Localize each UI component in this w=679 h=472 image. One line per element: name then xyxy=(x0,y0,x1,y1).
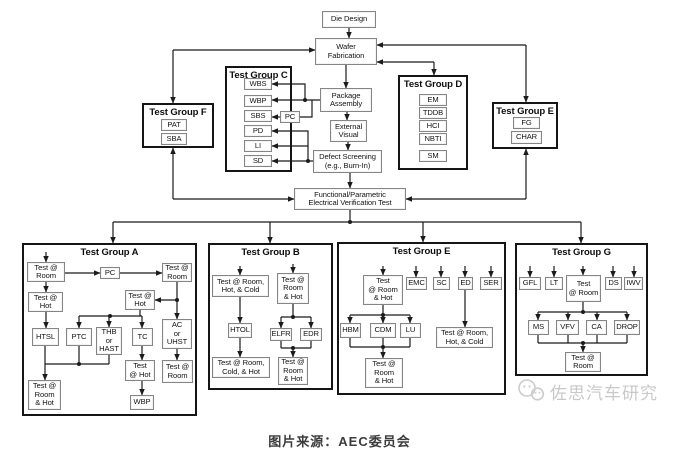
node-cdm: CDM xyxy=(370,323,396,338)
node-vfv: VFV xyxy=(556,320,579,335)
group-test-group-a: Test Group A xyxy=(22,243,197,416)
node-a-wbp: WBP xyxy=(130,395,154,410)
group-test-group-g: Test Group G xyxy=(515,243,648,376)
node-a-test-hot-1: Test @ Hot xyxy=(28,292,63,312)
node-functional-parametric: Functional/Parametric Electrical Verific… xyxy=(294,188,406,210)
node-a-test-room-1: Test @ Room xyxy=(27,262,65,282)
node-wafer-fabrication: Wafer Fabrication xyxy=(315,38,377,65)
node-g-test-room-2: Test @ Room xyxy=(565,352,601,372)
node-ser: SER xyxy=(480,277,502,290)
node-ac-uhst: AC or UHST xyxy=(162,319,192,349)
junction-dot xyxy=(108,314,112,318)
node-edr: EDR xyxy=(300,328,322,341)
node-ds: DS xyxy=(605,277,622,290)
flow-edge xyxy=(271,81,306,100)
node-sd: SD xyxy=(244,155,272,167)
node-b-test-room-cold-hot: Test @ Room, Cold, & Hot xyxy=(212,357,270,378)
node-e-test-room-hot-cold: Test @ Room, Hot, & Cold xyxy=(436,327,493,348)
group-title-test-group-d: Test Group D xyxy=(403,79,463,90)
node-ed: ED xyxy=(458,277,473,290)
group-title-test-group-e-bottom: Test Group E xyxy=(392,246,451,257)
watermark-text: 佐思汽车研究 xyxy=(550,383,658,403)
junction-dot xyxy=(175,298,179,302)
junction-dot xyxy=(381,345,385,349)
node-elfr: ELFR xyxy=(270,328,292,341)
node-htol: HTOL xyxy=(228,323,252,338)
junction-dot xyxy=(303,98,307,102)
node-sc: SC xyxy=(433,277,450,290)
junction-dot xyxy=(306,159,310,163)
node-sbs: SBS xyxy=(244,110,272,122)
node-em: EM xyxy=(419,94,447,106)
node-b-test-room-hot-cold: Test @ Room, Hot, & Cold xyxy=(212,275,269,297)
group-title-test-group-a: Test Group A xyxy=(80,247,139,258)
image-source-caption: 图片来源：AEC委员会 xyxy=(268,434,411,449)
node-tc: TC xyxy=(132,328,153,346)
node-lu: LU xyxy=(400,323,421,338)
node-b-test-room-hot-1: Test @ Room & Hot xyxy=(277,273,309,304)
node-a-test-hot-2: Test @ Hot xyxy=(125,290,155,310)
node-ptc: PTC xyxy=(66,328,92,346)
wechat-icon xyxy=(518,379,545,401)
group-title-test-group-g: Test Group G xyxy=(552,247,611,258)
junction-dot xyxy=(581,310,585,314)
junction-dot xyxy=(291,346,295,350)
diagram-lines xyxy=(42,28,637,396)
node-fg: FG xyxy=(513,117,540,129)
junction-dot xyxy=(77,362,81,366)
node-ca: CA xyxy=(586,320,607,335)
node-b-test-room-hot-2: Test @ Room & Hot xyxy=(278,357,308,385)
flow-edge xyxy=(300,100,313,118)
junction-dot xyxy=(381,313,385,317)
node-external-visual: External Visual xyxy=(330,120,367,142)
node-nbti: NBTI xyxy=(419,133,447,145)
group-title-test-group-e-top: Test Group E xyxy=(496,106,554,117)
node-tddb: TDDB xyxy=(419,107,447,119)
group-test-group-e-top: Test Group E xyxy=(492,102,558,149)
group-title-test-group-c: Test Group C xyxy=(229,70,288,81)
node-emc: EMC xyxy=(406,277,427,290)
node-pc-top: PC xyxy=(280,111,300,123)
node-gfl: GFL xyxy=(519,277,541,290)
node-ms: MS xyxy=(528,320,549,335)
node-g-test-room-1: Test @ Room xyxy=(566,275,601,302)
node-wbs: WBS xyxy=(244,78,272,90)
group-test-group-b: Test Group B xyxy=(208,243,333,390)
node-e-test-room-hot-1: Test @ Room & Hot xyxy=(363,275,403,305)
node-a-test-room-2: Test @ Room xyxy=(162,263,192,282)
node-die-design: Die Design xyxy=(322,11,376,28)
node-wbp: WBP xyxy=(244,95,272,107)
node-a-pc: PC xyxy=(100,267,120,279)
group-test-group-f: Test Group F xyxy=(142,103,214,148)
group-test-group-e-bottom: Test Group E xyxy=(337,242,506,395)
junction-dot xyxy=(291,315,295,319)
node-thb-hast: THB or HAST xyxy=(96,327,122,355)
node-lt: LT xyxy=(545,277,563,290)
node-e-test-room-hot-2: Test @ Room & Hot xyxy=(365,358,403,388)
node-defect-screening: Defect Screening (e.g., Burn-In) xyxy=(313,150,382,173)
aec-flow-diagram: Test Group C Test Group F Test Group D Test… xyxy=(22,11,648,416)
node-hbm: HBM xyxy=(340,323,361,338)
node-char: CHAR xyxy=(511,131,542,144)
node-hci: HCI xyxy=(419,120,447,132)
node-sba: SBA xyxy=(161,133,187,145)
group-title-test-group-b: Test Group B xyxy=(241,247,300,258)
node-sm: SM xyxy=(419,150,447,162)
node-a-test-room-3: Test @ Room xyxy=(162,360,193,383)
node-package-assembly: Package Assembly xyxy=(320,88,372,112)
node-pat: PAT xyxy=(161,119,187,131)
node-drop: DROP xyxy=(614,320,640,335)
group-title-test-group-f: Test Group F xyxy=(149,107,207,118)
flow-edge xyxy=(271,128,309,161)
node-htsl: HTSL xyxy=(32,328,59,346)
junction-dot xyxy=(581,341,585,345)
node-pd: PD xyxy=(244,125,272,137)
group-test-group-d: Test Group D xyxy=(398,75,468,170)
node-li: LI xyxy=(244,140,272,152)
node-a-test-room-hot: Test @ Room & Hot xyxy=(28,380,61,410)
junction-dot xyxy=(348,220,352,224)
watermark: 佐思汽车研究 xyxy=(516,377,676,405)
node-iwv: IWV xyxy=(624,277,643,290)
node-a-test-hot-3: Test @ Hot xyxy=(125,360,155,381)
